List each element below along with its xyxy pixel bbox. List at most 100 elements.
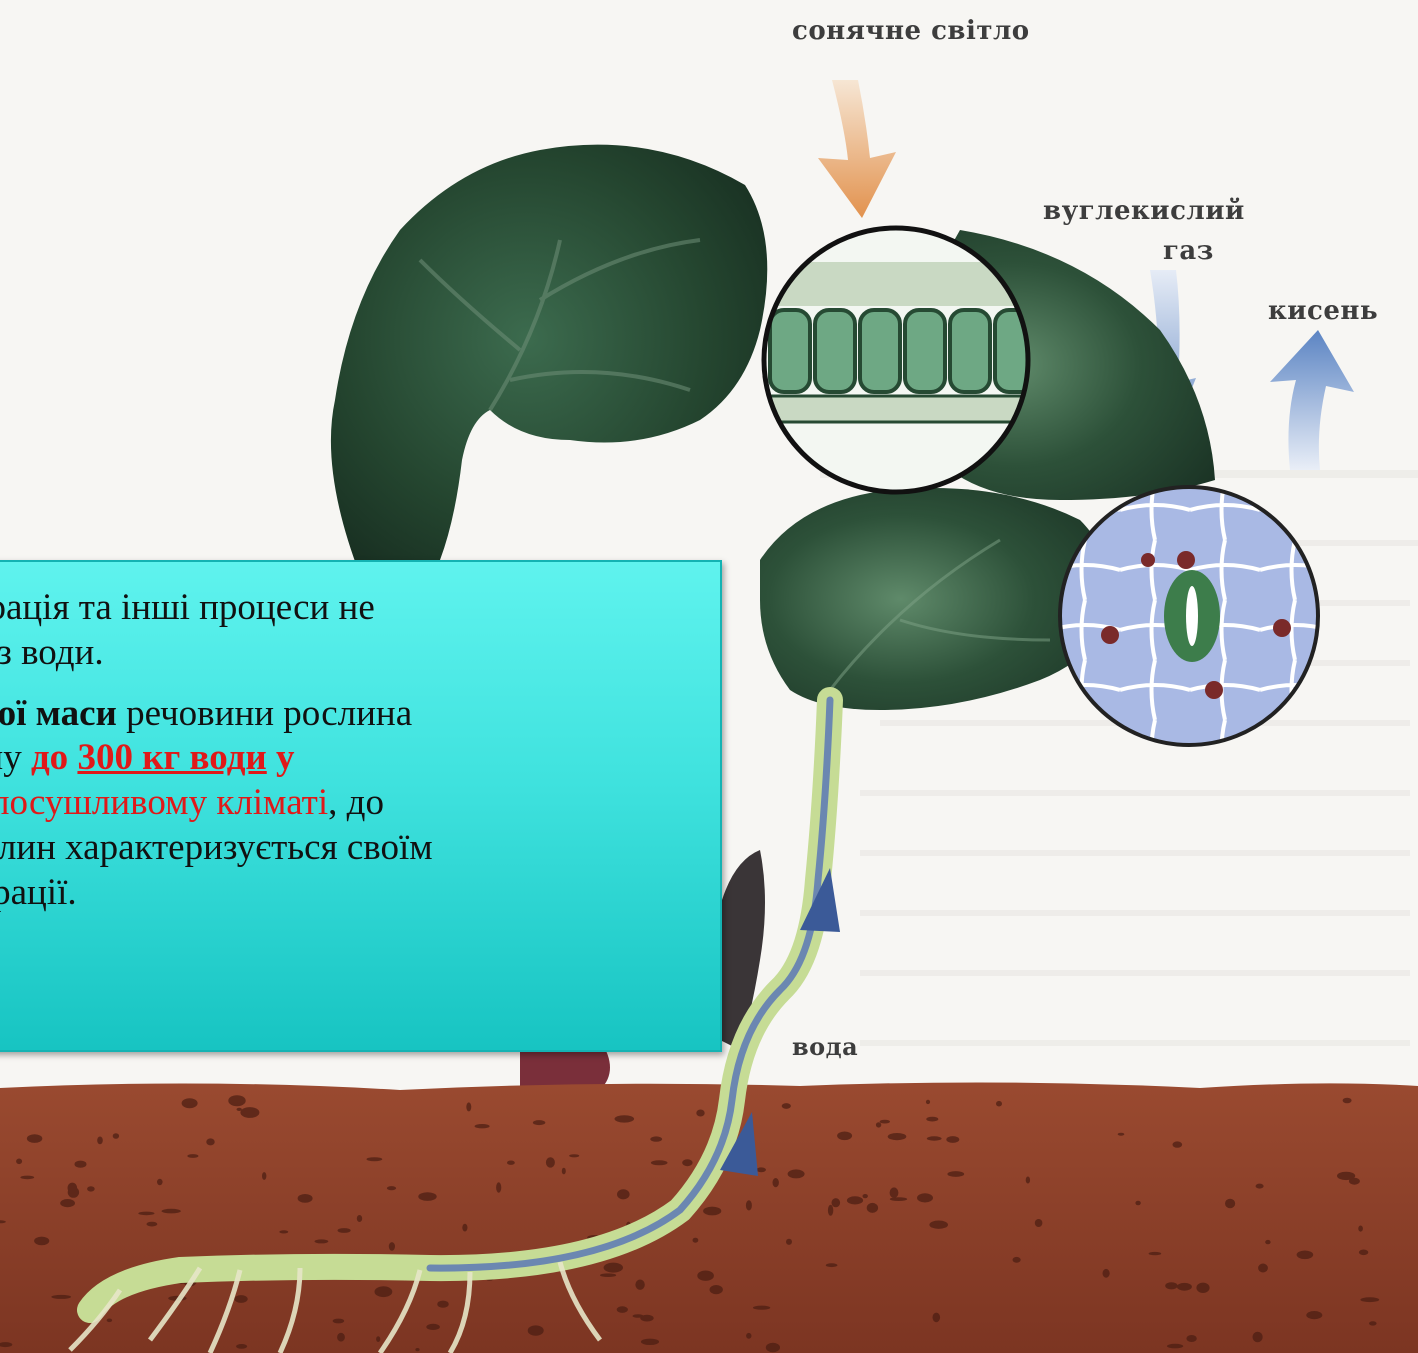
soil-speck: [569, 1154, 579, 1157]
soil-speck: [462, 1224, 467, 1232]
soil-speck: [426, 1324, 440, 1330]
soil-speck: [1173, 1141, 1183, 1147]
soil-speck: [696, 1110, 704, 1117]
soil-speck: [1103, 1269, 1110, 1278]
soil-speck: [138, 1212, 154, 1216]
text-dry-mass: ухої маси: [0, 693, 117, 734]
soil-speck: [60, 1199, 75, 1207]
soil-speck: [206, 1138, 214, 1145]
soil-speck: [279, 1230, 288, 1233]
soil-speck: [75, 1161, 87, 1168]
text-highlight-climate: у посушливому кліматі: [0, 782, 328, 823]
soil-speck: [375, 1286, 393, 1297]
text-line-3-rest: речовини рослина: [117, 693, 412, 734]
soil-speck: [1369, 1321, 1377, 1325]
soil-speck: [27, 1134, 42, 1143]
soil-speck: [773, 1178, 779, 1187]
soil-speck: [876, 1122, 881, 1127]
soil-speck: [1165, 1282, 1177, 1289]
text-line-6: ослин характеризується своїм: [0, 827, 433, 868]
soil-speck: [746, 1200, 752, 1210]
soil-speck: [337, 1333, 345, 1342]
soil-speck: [1306, 1311, 1322, 1319]
soil-speck: [51, 1295, 71, 1299]
soil-speck: [693, 1238, 699, 1243]
soil-speck: [1167, 1344, 1183, 1349]
soil-speck: [926, 1100, 930, 1104]
soil-speck: [1177, 1283, 1192, 1291]
soil-speck: [475, 1124, 490, 1128]
soil-speck: [1358, 1226, 1363, 1232]
soil-speck: [847, 1196, 863, 1204]
soil-speck: [826, 1263, 838, 1267]
soil-speck: [333, 1319, 345, 1324]
soil-speck: [415, 1348, 419, 1351]
text-paragraph-2: ухої маси речовини рослина ому до 300 кг…: [0, 692, 700, 916]
text-highlight-amount: 300 кг води: [77, 737, 266, 778]
soil-speck: [788, 1169, 805, 1178]
soil-speck: [786, 1239, 792, 1245]
text-highlight-prefix: до: [31, 737, 77, 778]
soil-speck: [703, 1207, 721, 1216]
soil-speck: [387, 1186, 396, 1190]
soil-speck: [147, 1222, 158, 1227]
soil-speck: [1359, 1250, 1368, 1256]
soil-speck: [562, 1168, 566, 1175]
magnified-stoma-circle: [1060, 487, 1318, 745]
soil-speck: [1135, 1201, 1140, 1206]
soil-speck: [34, 1237, 49, 1246]
soil-speck: [929, 1221, 948, 1229]
soil-speck: [867, 1203, 878, 1213]
label-co2-line2: газ: [1163, 236, 1214, 266]
text-paragraph-1: іграція та інші процеси не без води.: [0, 586, 700, 676]
soil-speck: [710, 1285, 723, 1294]
soil-speck: [389, 1242, 395, 1251]
soil-speck: [182, 1098, 198, 1108]
soil-speck: [97, 1137, 103, 1145]
soil-speck: [507, 1161, 515, 1165]
label-oxygen: кисень: [1268, 296, 1378, 326]
soil-speck: [187, 1154, 198, 1158]
soil-speck: [600, 1273, 616, 1277]
soil-speck: [753, 1306, 770, 1310]
soil-speck: [1343, 1098, 1352, 1104]
soil-speck: [926, 1117, 938, 1122]
soil-speck: [641, 1339, 659, 1345]
soil-speck: [1337, 1172, 1355, 1180]
soil-speck: [20, 1176, 34, 1180]
soil-speck: [917, 1193, 933, 1202]
soil-speck: [262, 1172, 266, 1180]
soil-speck: [237, 1108, 242, 1111]
soil-speck: [1186, 1335, 1196, 1342]
soil-speck: [357, 1215, 362, 1222]
soil-speck: [828, 1205, 833, 1216]
soil-speck: [367, 1157, 383, 1161]
soil-speck: [1225, 1199, 1235, 1208]
soil-speck: [756, 1167, 766, 1172]
soil-speck: [418, 1192, 436, 1201]
soil-speck: [1253, 1332, 1263, 1343]
soil-speck: [996, 1101, 1002, 1107]
soil: [0, 1082, 1418, 1353]
soil-speck: [315, 1239, 329, 1243]
soil-speck: [933, 1313, 941, 1323]
text-line-5-rest: , до: [328, 782, 384, 823]
soil-speck: [1149, 1252, 1162, 1255]
soil-speck: [633, 1314, 644, 1318]
soil-speck: [837, 1132, 852, 1141]
info-textbox: іграція та інші процеси не без води. ухо…: [0, 560, 722, 1052]
soil-speck: [617, 1189, 630, 1199]
soil-speck: [162, 1209, 181, 1214]
soil-speck: [880, 1120, 890, 1124]
soil-speck: [68, 1183, 78, 1194]
text-line-7: пірації.: [0, 872, 77, 913]
soil-speck: [782, 1103, 791, 1109]
soil-speck: [1013, 1257, 1021, 1263]
soil-speck: [157, 1179, 163, 1185]
soil-speck: [533, 1120, 545, 1125]
soil-speck: [650, 1136, 662, 1141]
label-sunlight: сонячне світло: [792, 16, 1030, 46]
soil-speck: [546, 1157, 555, 1167]
soil-speck: [617, 1306, 628, 1313]
soil-speck: [235, 1295, 248, 1303]
